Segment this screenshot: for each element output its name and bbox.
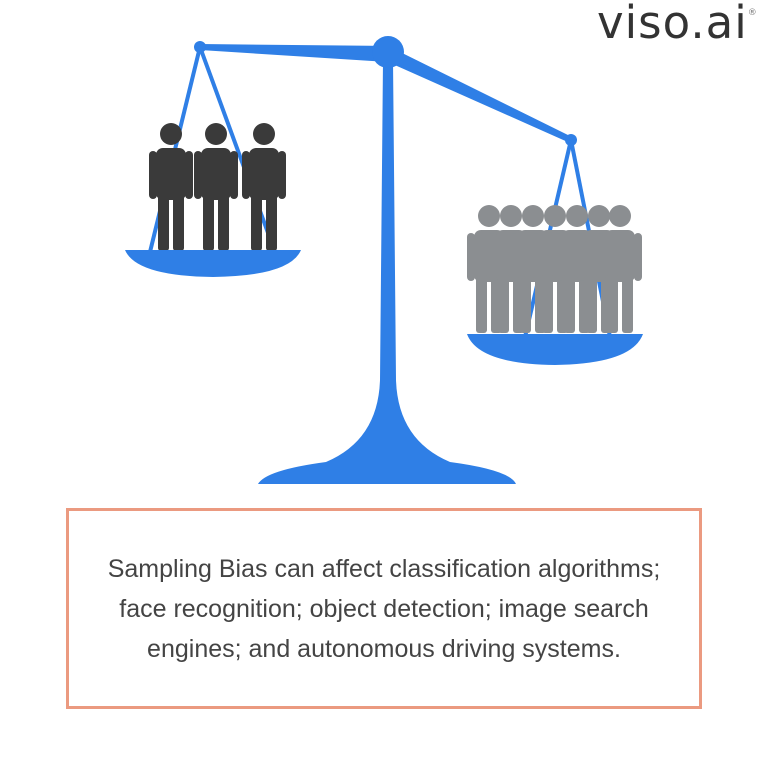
- registered-mark: ®: [747, 8, 758, 18]
- right-pan: [467, 334, 643, 365]
- caption-text: Sampling Bias can affect classification …: [107, 554, 661, 663]
- viso-ai-logo: viso.ai®: [597, 0, 757, 49]
- scale-pillar: [258, 60, 516, 484]
- left-pan: [125, 250, 301, 277]
- scale-pivot: [372, 36, 404, 68]
- logo-text: viso.ai: [597, 0, 748, 49]
- caption-box: Sampling Bias can affect classification …: [66, 508, 702, 709]
- majority-group: [467, 205, 642, 333]
- balance-scale-illustration: [125, 36, 643, 484]
- minority-group: [149, 123, 286, 251]
